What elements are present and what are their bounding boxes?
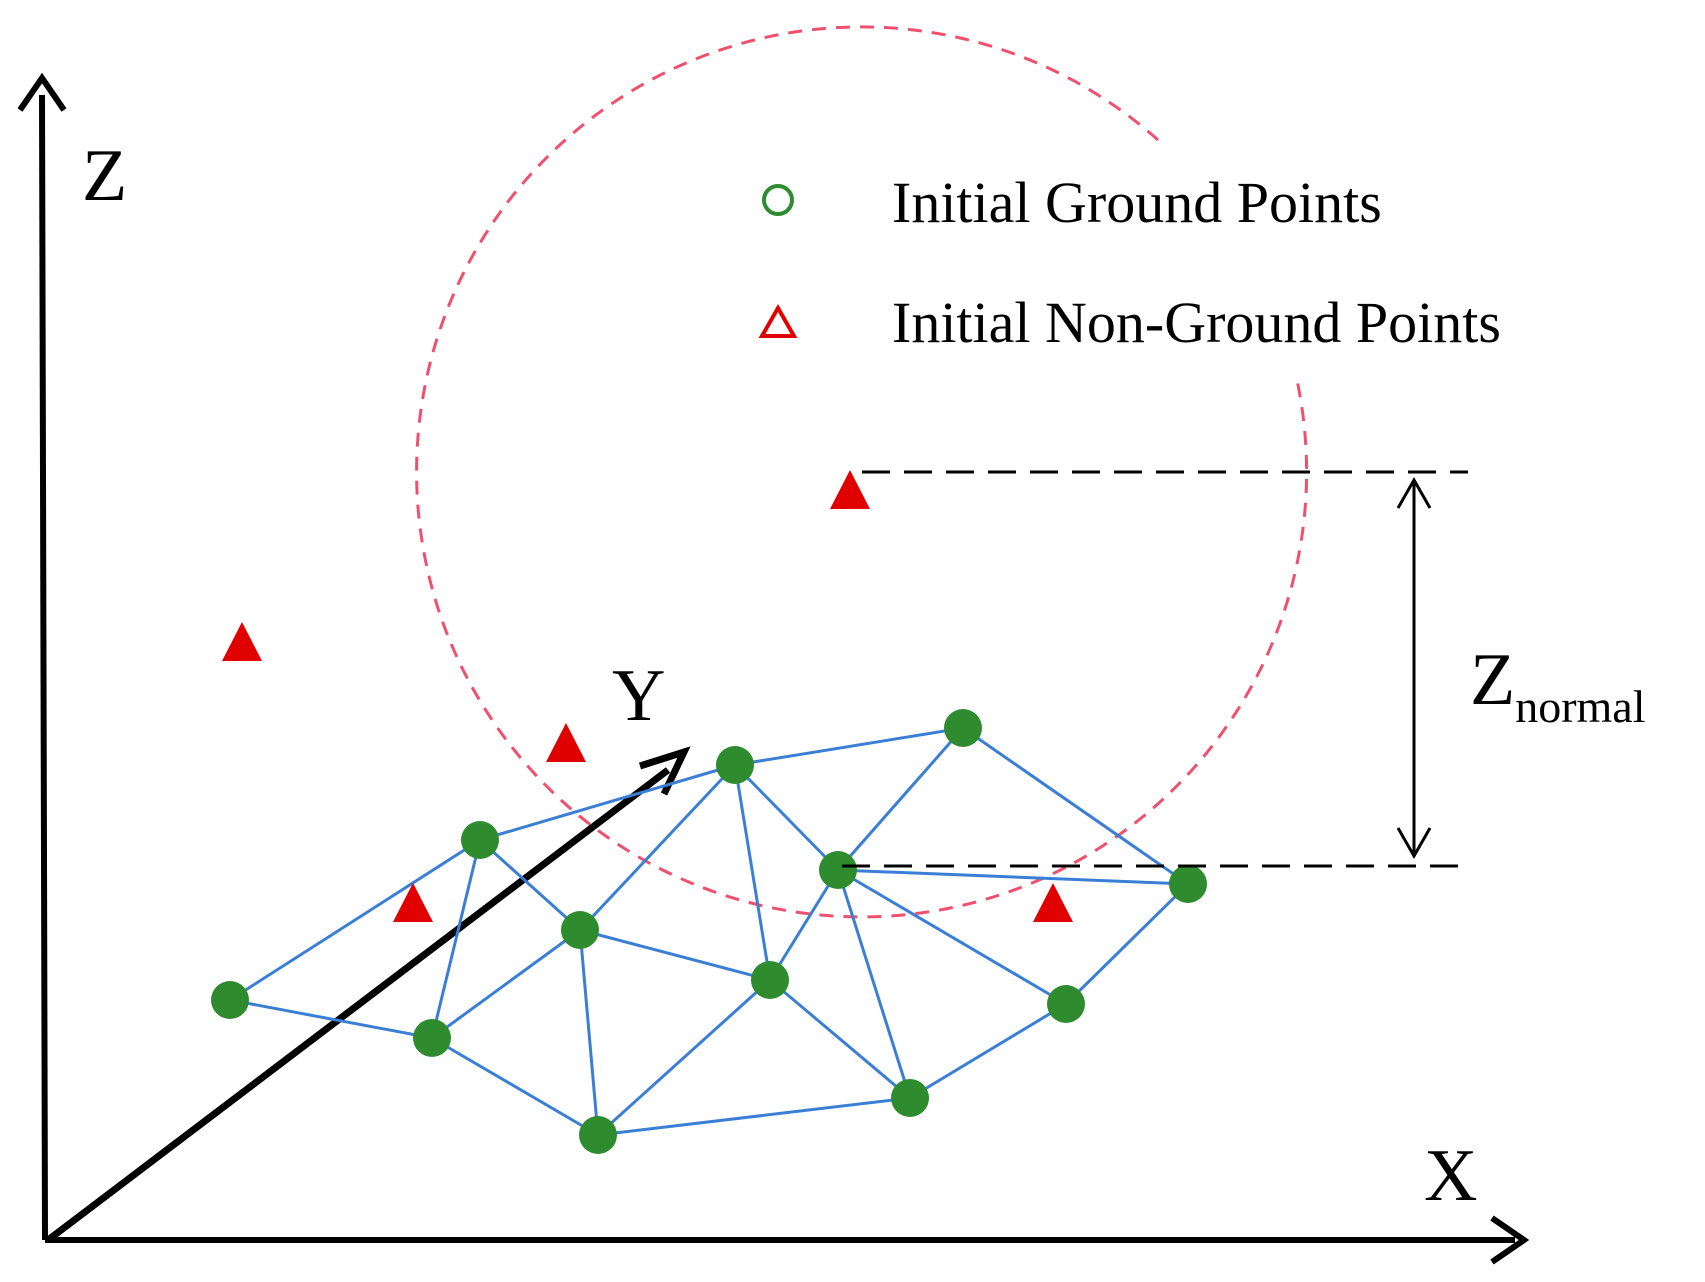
- mesh-edge: [836, 727, 965, 871]
- mesh-edge: [430, 839, 482, 1039]
- mesh-edge: [597, 1096, 911, 1137]
- mesh-edge: [909, 1002, 1067, 1100]
- ground-point: [579, 1116, 617, 1154]
- ground-point: [561, 911, 599, 949]
- mesh-edge: [733, 764, 772, 981]
- mesh-edge: [431, 1036, 599, 1137]
- ground-point: [891, 1079, 929, 1117]
- mesh-edge: [578, 763, 737, 932]
- ground-legend-icon: [762, 184, 794, 216]
- mesh-edge: [596, 978, 772, 1137]
- mesh-edge: [962, 726, 1189, 886]
- non-ground-point: [222, 622, 262, 661]
- y-axis-arrowhead: [638, 746, 691, 796]
- mesh-edge: [229, 998, 433, 1040]
- y-axis-line: [45, 767, 671, 1243]
- nonground-legend-label: Initial Non-Ground Points: [892, 290, 1501, 355]
- z-axis-line: [39, 94, 48, 1241]
- mesh-edge: [229, 838, 481, 1002]
- ground-point: [751, 961, 789, 999]
- ground-point: [944, 709, 982, 747]
- mesh-edge: [769, 978, 911, 1100]
- non-ground-point: [1033, 883, 1073, 922]
- ground-point: [819, 851, 857, 889]
- mesh-edge: [478, 838, 582, 932]
- axes: [17, 72, 1530, 1265]
- mesh-edge: [1064, 882, 1190, 1006]
- z-normal-double-arrow: [1396, 476, 1432, 860]
- mesh-edge: [734, 726, 964, 767]
- mesh-edge: [479, 763, 736, 842]
- y-axis-label: Y: [612, 655, 665, 737]
- ground-point: [1047, 985, 1085, 1023]
- mesh-edge: [836, 869, 912, 1099]
- ground-point: [413, 1019, 451, 1057]
- mesh-edge: [431, 928, 581, 1040]
- z-normal-label: Znormal: [1470, 639, 1646, 732]
- x-axis-label: X: [1424, 1135, 1477, 1217]
- mesh-edge: [768, 869, 840, 981]
- z-axis-arrowhead: [17, 72, 67, 112]
- mesh-edge: [579, 928, 771, 982]
- z-axis-label: Z: [82, 135, 127, 217]
- non-ground-point: [393, 883, 433, 922]
- nonground-legend-icon: [758, 303, 798, 338]
- ground-point: [211, 981, 249, 1019]
- mesh-edge: [837, 868, 1067, 1006]
- search-circle: [415, 25, 1309, 919]
- legend: Initial Ground Points Initial Non-Ground…: [758, 170, 1501, 355]
- ground-point: [461, 821, 499, 859]
- mesh-edge: [837, 868, 1189, 886]
- z-normal-subscript: normal: [1515, 681, 1645, 732]
- ground-point: [1169, 865, 1207, 903]
- ground-points: [211, 709, 1207, 1154]
- mesh-edge: [578, 929, 600, 1136]
- z-normal-main: Z: [1470, 639, 1515, 721]
- x-axis-arrowhead: [1490, 1215, 1530, 1265]
- non-ground-points: [222, 470, 1073, 922]
- non-ground-point: [830, 470, 870, 509]
- ground-point: [716, 746, 754, 784]
- tin-mesh: [229, 726, 1190, 1137]
- ground-legend-label: Initial Ground Points: [892, 170, 1382, 235]
- non-ground-point: [546, 723, 586, 762]
- mesh-edge: [733, 763, 840, 872]
